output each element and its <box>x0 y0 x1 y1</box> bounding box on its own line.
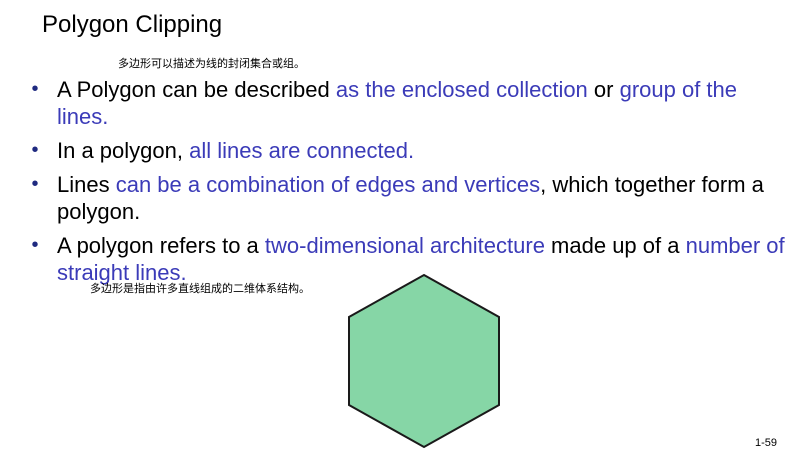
bullet-dot-icon: • <box>31 173 39 195</box>
bullet-4-text-2: made up of a <box>544 233 686 258</box>
bullet-4-text-1: A polygon refers to a <box>57 233 265 258</box>
page-number: 1-59 <box>754 437 777 449</box>
bullet-4-highlight-1: two-dimensional architecture <box>264 233 545 258</box>
bullet-2-highlight-1: all lines are connected. <box>189 138 415 163</box>
bullet-4-highlight-2: number of straight lines. <box>57 233 785 285</box>
hexagon-shape <box>348 273 500 449</box>
bullet-1-text-1: A Polygon can be described <box>57 77 336 102</box>
bullet-item-4: • A polygon refers to a two-dimensional … <box>28 232 788 286</box>
bullet-dot-icon: • <box>31 78 39 100</box>
bullet-list: • A Polygon can be described as the encl… <box>28 76 788 293</box>
bullet-dot-icon: • <box>31 234 39 256</box>
bullet-item-3: • Lines can be a combination of edges an… <box>28 171 788 225</box>
chinese-note-middle: 多边形是指由许多直线组成的二维体系结构。 <box>90 282 310 295</box>
bullet-3-highlight-1: can be a combination of edges and vertic… <box>115 172 541 197</box>
chinese-note-top: 多边形可以描述为线的封闭集合或组。 <box>118 57 305 70</box>
bullet-item-2: • In a polygon, all lines are connected. <box>28 137 788 164</box>
slide-title: Polygon Clipping <box>42 11 223 38</box>
bullet-3-text-2: , which together form a polygon. <box>57 172 764 224</box>
bullet-dot-icon: • <box>31 139 39 161</box>
hexagon-polygon <box>348 273 500 449</box>
bullet-2-text-1: In a polygon, <box>57 138 190 163</box>
bullet-1-text-2: or <box>587 77 620 102</box>
bullet-1-highlight-1: as the enclosed collection <box>335 77 588 102</box>
bullet-item-1: • A Polygon can be described as the encl… <box>28 76 788 130</box>
bullet-3-text-1: Lines <box>57 172 116 197</box>
bullet-1-highlight-2: group of the lines. <box>57 77 738 129</box>
